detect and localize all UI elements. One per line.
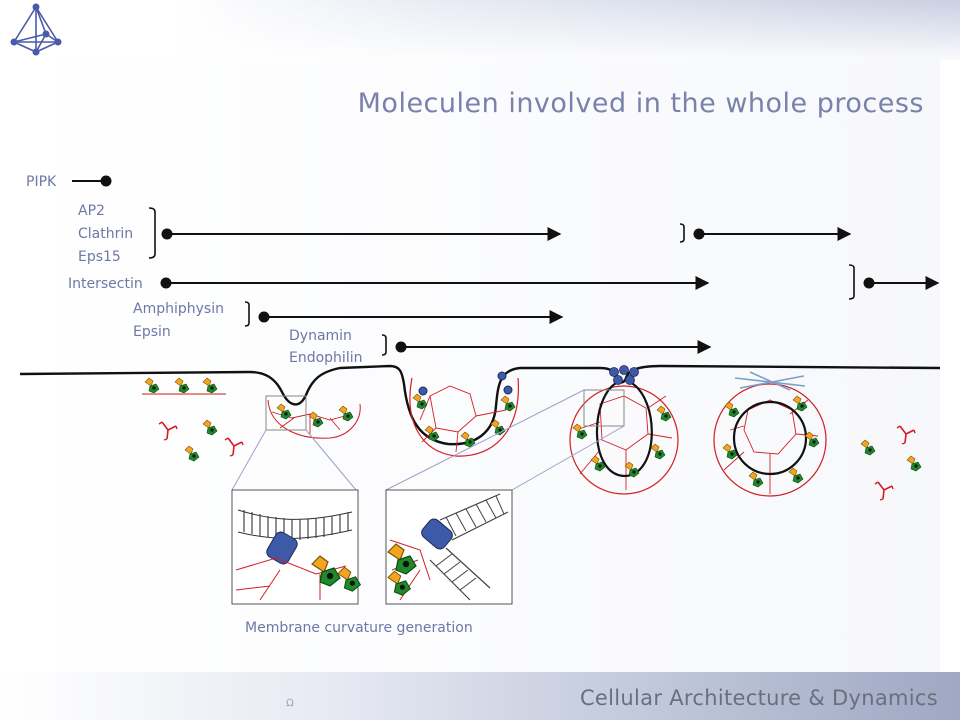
zoom-connectors [231,389,625,491]
inset-shallow-curvature [231,489,362,605]
footer-band [0,672,960,720]
stage-shallow-pit [265,395,361,439]
timeline-bars [72,180,940,354]
label-dynamin: Dynamin [289,328,352,344]
footer-brand: Cellular Architecture & Dynamics [579,686,938,710]
molecule-logo-icon [10,3,62,56]
stage-flat-adaptors [142,377,244,462]
timeline-dots [100,175,875,353]
slide-title: Moleculen involved in the whole process [357,88,924,119]
label-eps15: Eps15 [78,249,121,265]
label-pipk: PIPK [26,174,57,190]
brackets [148,207,855,356]
label-endophilin: Endophilin [289,350,363,366]
label-ap2: AP2 [78,203,105,219]
stage-released [860,425,922,501]
label-amphiphysin: Amphiphysin [133,301,224,317]
lipid-tails-curved [435,495,505,591]
inset-strong-curvature [385,489,513,605]
stage-coated-vesicle [713,371,827,497]
label-epsin: Epsin [133,324,171,340]
label-intersectin: Intersectin [68,276,143,292]
stage-constricted-vesicle [569,365,679,495]
stage-deep-pit [409,371,519,457]
page-number: Ω [286,698,294,709]
header-band [0,0,960,60]
caption-membrane-curvature: Membrane curvature generation [245,620,473,636]
label-clathrin: Clathrin [78,226,134,242]
